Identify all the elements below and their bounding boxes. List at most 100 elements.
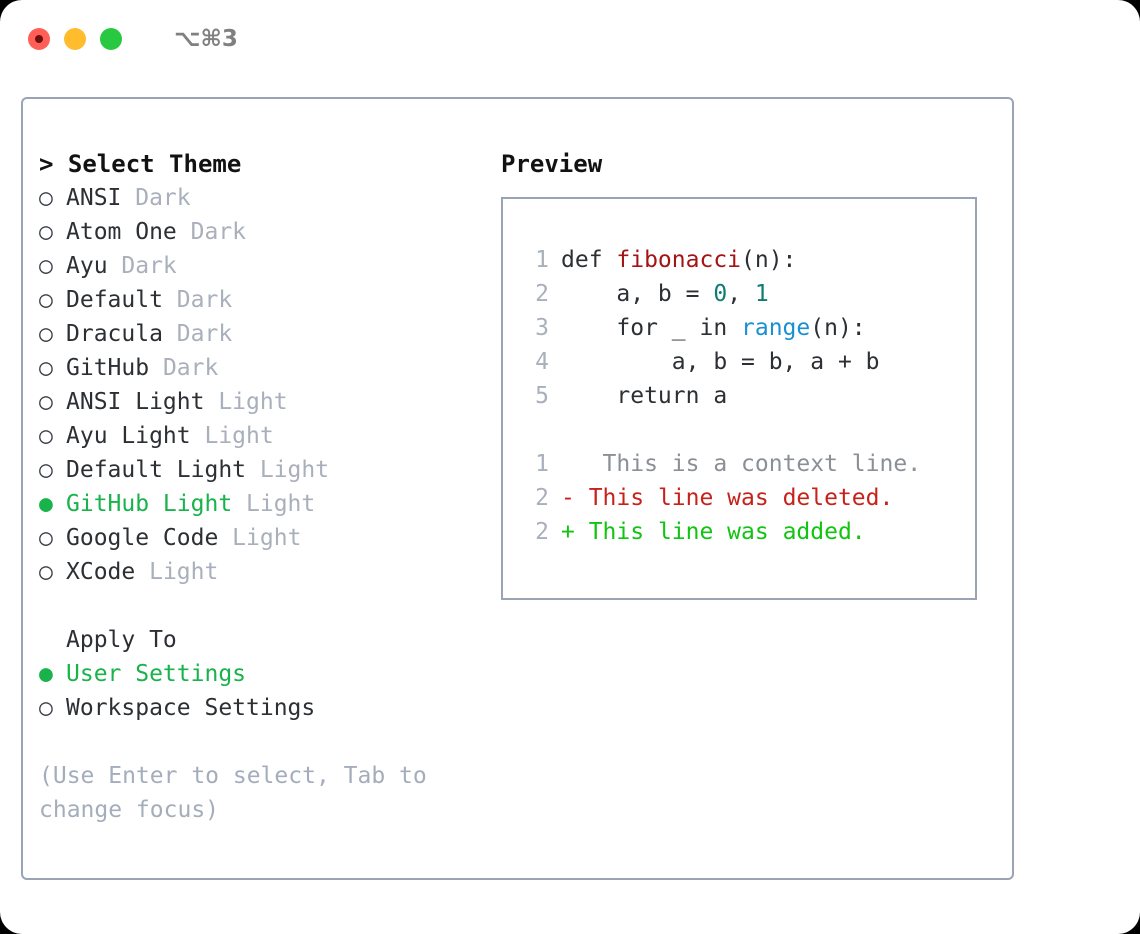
code-token: 0 (713, 281, 728, 307)
theme-option-badge: Light (218, 525, 302, 551)
theme-option-xcode[interactable]: ○ XCode Light (39, 555, 499, 589)
diff-line-ctx: 1 This is a context line. (503, 447, 975, 481)
theme-option-default-light[interactable]: ○ Default Light Light (39, 453, 499, 487)
code-token: 1 (754, 281, 769, 307)
radio-unselected-icon: ○ (39, 525, 53, 551)
theme-option-label: XCode (66, 559, 136, 585)
theme-option-label: Ayu Light (66, 423, 191, 449)
theme-option-badge: Dark (149, 355, 219, 381)
apply-to-option-label: User Settings (66, 661, 247, 687)
apply-to-heading: Apply To (66, 627, 177, 653)
main-panel: > Select Theme ○ANSI Dark○Atom One Dark○… (21, 97, 1014, 880)
theme-option-label: GitHub (66, 355, 150, 381)
code-line: 4 a, b = b, a + b (503, 345, 975, 379)
code-token: for _ in (561, 315, 742, 341)
minimize-button[interactable] (64, 28, 86, 50)
theme-picker-column: > Select Theme ○ANSI Dark○Atom One Dark○… (39, 147, 499, 827)
theme-option-github-light[interactable]: ●GitHub Light Light (39, 487, 499, 521)
theme-option-default[interactable]: ○ Default Dark (39, 283, 499, 317)
code-token: , (727, 281, 755, 307)
code-line: 2 a, b = 0, 1 (503, 277, 975, 311)
theme-option-badge: Light (204, 389, 288, 415)
diff-line-add: 2 + This line was added. (503, 515, 975, 549)
keyboard-hint-text: (Use Enter to select, Tab to change focu… (39, 763, 441, 823)
radio-unselected-icon: ○ (39, 389, 53, 415)
theme-option-badge: Light (135, 559, 219, 585)
diff-text: This is a context line. (574, 451, 922, 477)
theme-option-label: GitHub Light (66, 491, 233, 517)
apply-to-option-workspace-settings[interactable]: ○ Workspace Settings (39, 691, 499, 725)
apply-to-option-user-settings[interactable]: ● User Settings (39, 657, 499, 691)
line-number: 3 (535, 315, 549, 341)
title-bar: ⌥⌘3 (0, 0, 1140, 78)
maximize-button[interactable] (100, 28, 122, 50)
diff-text: This line was added. (574, 519, 866, 545)
radio-unselected-icon: ○ (39, 185, 53, 211)
theme-option-badge: Light (190, 423, 274, 449)
theme-option-google-code[interactable]: ○ Google Code Light (39, 521, 499, 555)
theme-option-github[interactable]: ○ GitHub Dark (39, 351, 499, 385)
line-number: 1 (535, 451, 549, 477)
list-spacer (39, 589, 499, 623)
radio-unselected-icon: ○ (39, 355, 53, 381)
select-theme-heading: > Select Theme (39, 150, 242, 178)
theme-list: ○ANSI Dark○Atom One Dark○Ayu Dark○Defaul… (39, 181, 499, 589)
apply-to-list: ● User Settings ○ Workspace Settings (39, 657, 499, 725)
radio-selected-icon: ● (39, 661, 53, 687)
line-number: 2 (535, 485, 549, 511)
code-line: 5 return a (503, 379, 975, 413)
close-button[interactable] (28, 28, 50, 50)
diff-sign (561, 447, 575, 481)
theme-option-label: Dracula (66, 321, 163, 347)
theme-option-label: Google Code (66, 525, 219, 551)
radio-unselected-icon: ○ (39, 695, 53, 721)
code-line: 3 for _ in range(n): (503, 311, 975, 345)
theme-option-badge: Dark (107, 253, 177, 279)
code-token: (n): (741, 247, 797, 273)
radio-unselected-icon: ○ (39, 423, 53, 449)
radio-unselected-icon: ○ (39, 219, 53, 245)
code-token: return a (561, 383, 728, 409)
radio-unselected-icon: ○ (39, 457, 53, 483)
radio-unselected-icon: ○ (39, 559, 53, 585)
preview-heading: Preview (501, 150, 603, 178)
radio-selected-icon: ● (39, 491, 53, 517)
code-token: a, b = b, a + b (561, 349, 880, 375)
code-token: def (561, 247, 617, 273)
theme-option-label: Default Light (66, 457, 247, 483)
theme-option-label: Ayu (66, 253, 108, 279)
line-number: 2 (535, 519, 549, 545)
code-token: range (741, 315, 811, 341)
theme-option-dracula[interactable]: ○ Dracula Dark (39, 317, 499, 351)
diff-text: This line was deleted. (574, 485, 894, 511)
theme-option-atom-one[interactable]: ○Atom One Dark (39, 215, 499, 249)
theme-option-label: Default (66, 287, 163, 313)
theme-option-label: ANSI (66, 185, 122, 211)
diff-sample: 1 This is a context line.2- This line wa… (503, 447, 975, 549)
theme-option-badge: Dark (162, 321, 233, 347)
radio-unselected-icon: ○ (39, 321, 53, 347)
code-token: fibonacci (616, 247, 742, 273)
diff-line-del: 2- This line was deleted. (503, 481, 975, 515)
panel-columns: > Select Theme ○ANSI Dark○Atom One Dark○… (23, 99, 1012, 878)
code-token: a, b = (561, 281, 714, 307)
diff-sign: + (561, 519, 575, 545)
line-number: 2 (535, 281, 549, 307)
line-number: 1 (535, 247, 549, 273)
line-number: 5 (535, 383, 549, 409)
window-shortcut-label: ⌥⌘3 (174, 26, 238, 52)
apply-to-option-label: Workspace Settings (66, 695, 316, 721)
theme-option-badge: Light (246, 457, 330, 483)
theme-option-ayu-light[interactable]: ○ Ayu Light Light (39, 419, 499, 453)
radio-unselected-icon: ○ (39, 287, 53, 313)
theme-option-ayu[interactable]: ○ Ayu Dark (39, 249, 499, 283)
theme-option-badge: Dark (162, 287, 233, 313)
theme-option-ansi[interactable]: ○ANSI Dark (39, 181, 499, 215)
radio-unselected-icon: ○ (39, 253, 53, 279)
theme-option-ansi-light[interactable]: ○ANSI Light Light (39, 385, 499, 419)
theme-option-badge: Dark (176, 219, 247, 245)
